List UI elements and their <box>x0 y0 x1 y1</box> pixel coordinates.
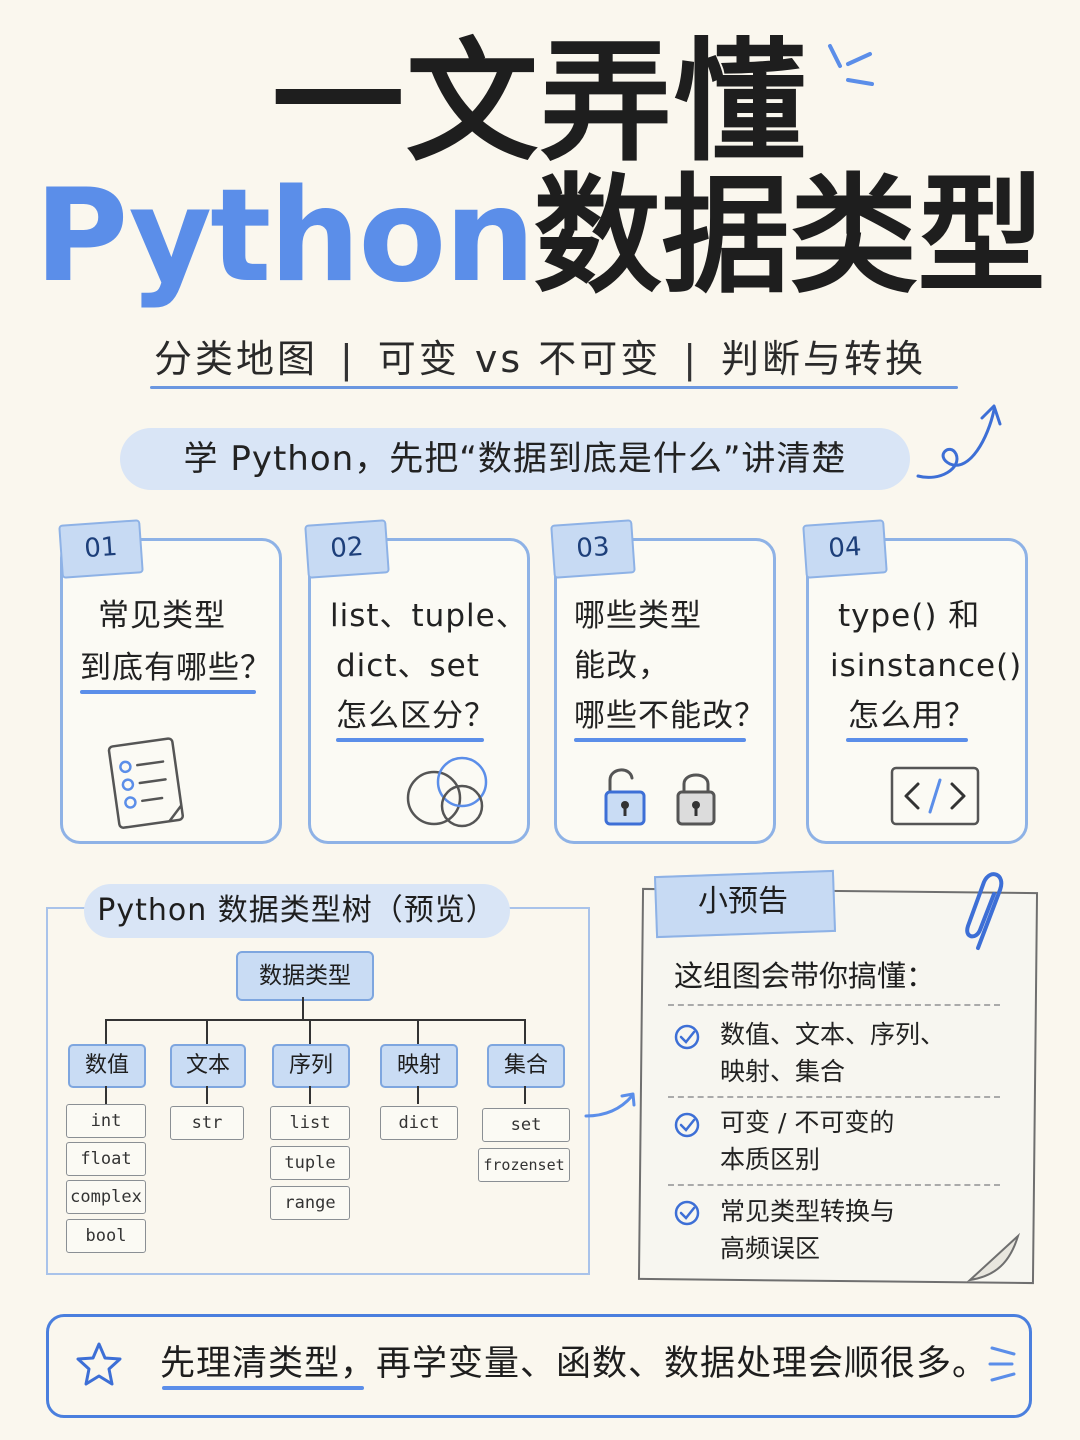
dashed-divider <box>668 1184 1000 1186</box>
card-1-underline <box>80 690 256 694</box>
card-4-underline <box>846 738 968 742</box>
banner-text: 学 Python，先把“数据到底是什么”讲清楚 <box>183 439 847 479</box>
preview-tag: 小预告 <box>698 884 788 919</box>
question-card-3 <box>554 538 776 844</box>
sparkle-lines-icon <box>828 44 874 86</box>
tree-connector <box>417 1086 419 1104</box>
card-2-line-2: dict、set <box>336 648 480 684</box>
tree-leaf-complex: complex <box>66 1180 146 1214</box>
card-number-tag: 04 <box>802 519 888 579</box>
card-1-line-2: 到底有哪些？ <box>80 650 272 686</box>
tree-title: Python 数据类型树（预览） <box>97 893 497 928</box>
locked-lock-icon <box>676 773 716 826</box>
tree-category-text: 文本 <box>170 1044 246 1088</box>
title-line-1: 一文弄懂 <box>272 26 808 180</box>
tree-leaf-int: int <box>66 1104 146 1138</box>
bottom-tip-highlight: 先理清类型 <box>160 1344 341 1384</box>
title-data-types: 数据类型 <box>533 162 1046 311</box>
check-circle-icon <box>674 1200 700 1226</box>
tree-connector <box>309 1086 311 1104</box>
card-number-tag: 03 <box>550 519 636 579</box>
subtitle-part-2: 可变 vs 不可变 <box>377 337 662 381</box>
check-circle-icon <box>674 1024 700 1050</box>
tree-connector <box>417 1019 419 1044</box>
tree-connector <box>302 997 304 1019</box>
dashed-divider <box>668 1096 1000 1098</box>
tree-leaf-frozenset: frozenset <box>478 1148 570 1182</box>
subtitle-part-1: 分类地图 <box>153 337 318 381</box>
preview-item-3-line-1: 常见类型转换与 <box>720 1197 896 1226</box>
card-3-line-3: 哪些不能改？ <box>574 698 766 734</box>
card-4-line-3: 怎么用？ <box>848 698 976 734</box>
tree-leaf-tuple: tuple <box>270 1146 350 1180</box>
card-2-underline <box>336 738 484 742</box>
star-icon <box>76 1342 122 1386</box>
tree-category-mapping: 映射 <box>380 1044 458 1088</box>
card-2-line-3: 怎么区分？ <box>336 698 496 734</box>
card-3-line-1: 哪些类型 <box>574 598 702 634</box>
card-2-line-1: list、tuple、 <box>330 598 528 634</box>
preview-intro: 这组图会带你搞懂： <box>674 959 936 993</box>
subtitle-separator: | <box>683 337 700 381</box>
preview-item-1-line-1: 数值、文本、序列、 <box>720 1020 946 1049</box>
tree-connector <box>524 1019 526 1044</box>
card-number-tag: 02 <box>304 519 390 579</box>
bottom-tip-box <box>46 1314 1032 1418</box>
bottom-underline <box>162 1386 364 1390</box>
tree-leaf-list: list <box>270 1106 350 1140</box>
preview-item-3-line-2: 高频误区 <box>720 1234 821 1263</box>
card-number-tag: 01 <box>58 519 144 579</box>
tree-leaf-range: range <box>270 1186 350 1220</box>
page-curl-icon <box>966 1232 1021 1282</box>
tree-leaf-set: set <box>482 1108 570 1142</box>
tree-connector <box>106 1019 526 1021</box>
card-1-line-1: 常见类型 <box>98 598 226 634</box>
document-list-icon <box>107 737 184 829</box>
tree-leaf-str: str <box>170 1106 244 1140</box>
subtitle: 分类地图 | 可变 vs 不可变 | 判断与转换 <box>0 332 1080 386</box>
subtitle-separator: | <box>339 337 356 381</box>
unlocked-lock-icon <box>604 768 646 826</box>
card-4-line-1: type() 和 <box>838 598 981 634</box>
arrow-right-icon <box>584 1092 636 1118</box>
tree-category-numeric: 数值 <box>68 1044 146 1088</box>
tree-connector <box>206 1086 208 1104</box>
card-3-underline <box>574 738 746 742</box>
tree-connector <box>105 1019 107 1044</box>
title-line-2: Python数据类型 <box>0 162 1080 312</box>
bottom-tip-text: 先理清类型，再学变量、函数、数据处理会顺很多。 <box>160 1336 988 1392</box>
card-3-line-2: 能改， <box>574 648 670 684</box>
card-4-line-2: isinstance() <box>830 648 1023 684</box>
tree-leaf-float: float <box>66 1142 146 1176</box>
preview-item-2-line-2: 本质区别 <box>720 1145 821 1174</box>
check-circle-icon <box>674 1112 700 1138</box>
venn-circles-icon <box>406 756 488 828</box>
tree-root-node: 数据类型 <box>236 951 374 1001</box>
sparkle-lines-icon <box>988 1346 1016 1382</box>
preview-item-1-line-2: 映射、集合 <box>720 1057 846 1086</box>
tree-connector <box>309 1019 311 1044</box>
curly-arrow-icon <box>916 404 1002 479</box>
bottom-tip-rest: ，再学变量、函数、数据处理会顺很多。 <box>340 1344 989 1384</box>
tree-leaf-bool: bool <box>66 1219 146 1253</box>
tree-category-sequence: 序列 <box>272 1044 350 1088</box>
tree-leaf-dict: dict <box>380 1106 458 1140</box>
tree-connector <box>105 1086 107 1104</box>
code-icon <box>890 766 980 826</box>
question-card-2 <box>308 538 530 844</box>
subtitle-underline <box>150 386 958 389</box>
tree-connector <box>206 1019 208 1044</box>
tree-title-background <box>84 884 510 938</box>
tree-connector <box>524 1086 526 1104</box>
banner-background <box>120 428 910 490</box>
paperclip-icon <box>965 872 1004 950</box>
tree-category-set: 集合 <box>487 1044 565 1088</box>
dashed-divider <box>668 1004 1000 1006</box>
title-python: Python <box>34 162 535 311</box>
preview-item-2-line-1: 可变 / 不可变的 <box>720 1108 895 1137</box>
subtitle-part-3: 判断与转换 <box>721 337 927 381</box>
